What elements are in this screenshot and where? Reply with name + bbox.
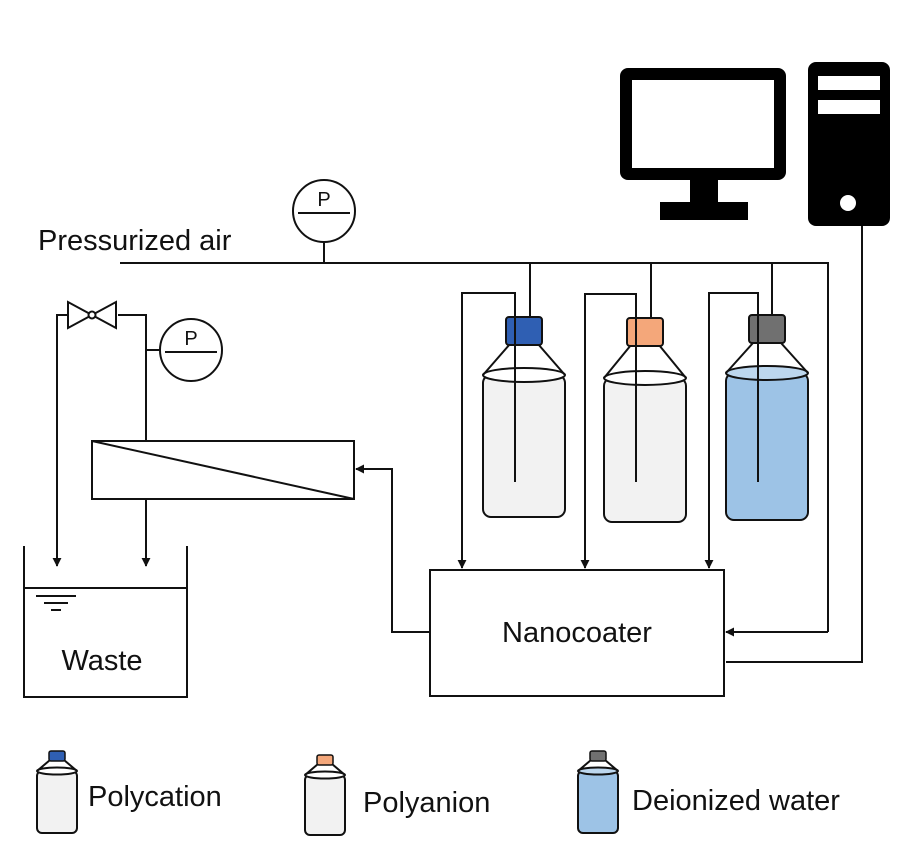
legend-item-polycation: Polycation (36, 750, 222, 834)
legend: Polycation Polyanion Deionized water (36, 750, 840, 836)
polyanion-bottle (603, 317, 687, 523)
gauge-symbol-2: P (184, 328, 197, 350)
pressure-gauge-icon: P (292, 179, 356, 243)
waste-container: Waste (23, 546, 188, 698)
filter-bypass-line (118, 314, 147, 441)
pressurized-air-label: Pressurized air (38, 225, 232, 257)
polycation-bottle (482, 316, 566, 518)
legend-label-deionized-water: Deionized water (632, 785, 840, 817)
nanocoater-outlet-line (355, 464, 430, 633)
bottle-icon (36, 750, 78, 834)
valve-icon (67, 300, 117, 330)
deionized-water-bottle (725, 314, 809, 521)
gauge-symbol: P (317, 189, 330, 211)
legend-label-polycation: Polycation (88, 781, 222, 813)
computer-tower-icon (808, 62, 890, 226)
bottle-feed-lines (457, 292, 759, 569)
nanocoater-label: Nanocoater (502, 617, 652, 649)
monitor-icon (620, 68, 786, 220)
valve-to-waste-line (52, 314, 68, 567)
bottle-icon (577, 750, 619, 834)
computer-connection-line (726, 226, 863, 663)
nanocoater-unit: Nanocoater (429, 569, 725, 697)
legend-label-polyanion: Polyanion (363, 787, 490, 819)
legend-item-deionized-water: Deionized water (577, 750, 840, 834)
bottle-icon (304, 754, 346, 836)
pressure-gauge-icon: P (146, 318, 223, 382)
legend-item-polyanion: Polyanion (304, 754, 490, 836)
waste-label: Waste (61, 645, 142, 677)
air-supply-lines (120, 242, 829, 632)
filter-unit (91, 440, 355, 500)
